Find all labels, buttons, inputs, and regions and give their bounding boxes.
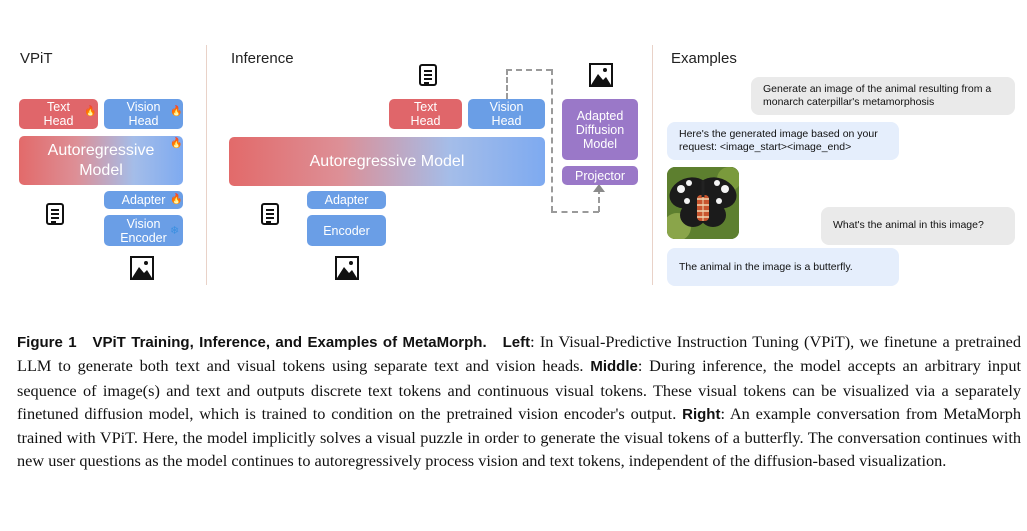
middle-vision-head: Vision Head: [468, 99, 545, 129]
left-autoregressive-model: Autoregressive Model: [19, 136, 183, 185]
figure-caption: Figure 1 VPiT Training, Inference, and E…: [17, 330, 1021, 473]
left-text-head-label: Text Head: [43, 100, 74, 128]
left-text-head: Text Head: [19, 99, 98, 129]
user-message-2: What's the animal in this image?: [821, 207, 1015, 245]
model-message-2: The animal in the image is a butterfly.: [667, 248, 899, 286]
left-vision-head: Vision Head: [104, 99, 183, 129]
caption-right-tag: Right: [682, 405, 721, 423]
projector-label: Projector: [574, 168, 626, 183]
vpit-title: VPiT: [20, 50, 53, 67]
text-document-icon: [261, 203, 279, 225]
examples-title: Examples: [671, 50, 737, 67]
projector: Projector: [562, 166, 638, 185]
dashed-connector-bottom: [551, 211, 599, 213]
butterfly-image: [667, 167, 739, 239]
middle-autoregressive-model: Autoregressive Model: [229, 137, 545, 186]
user-message-1: Generate an image of the animal resultin…: [751, 77, 1015, 115]
caption-right-text: : An example conversation from MetaMorph…: [17, 403, 1021, 471]
flame-icon: 🔥: [170, 138, 183, 149]
figure-title: VPiT Training, Inference, and Examples o…: [92, 334, 487, 351]
panel-divider-left: [206, 45, 207, 285]
flame-icon: 🔥: [84, 106, 97, 117]
figure-label: Figure 1: [17, 334, 77, 351]
text-document-icon: [46, 203, 64, 225]
adapted-diffusion-model: Adapted Diffusion Model: [562, 99, 638, 160]
dashed-connector-right: [551, 69, 553, 212]
caption-middle-tag: Middle: [590, 358, 638, 376]
left-ar-model-label: Autoregressive Model: [47, 141, 155, 179]
left-adapter-label: Adapter: [121, 193, 166, 207]
image-icon: [335, 256, 359, 280]
left-vision-encoder: Vision Encoder: [104, 215, 183, 246]
middle-encoder-label: Encoder: [323, 223, 370, 238]
middle-encoder: Encoder: [307, 215, 386, 246]
middle-text-head: Text Head: [389, 99, 462, 129]
middle-ar-model-label: Autoregressive Model: [309, 152, 465, 170]
flame-icon: 🔥: [170, 106, 183, 117]
inference-title: Inference: [231, 50, 294, 67]
arrow-up-icon: [593, 184, 605, 192]
caption-middle-text: : During inference, the model accepts an…: [17, 356, 1021, 423]
middle-adapter-label: Adapter: [324, 193, 369, 207]
middle-text-head-label: Text Head: [410, 100, 441, 128]
middle-adapter: Adapter: [307, 191, 386, 209]
left-vision-encoder-label: Vision Encoder: [120, 216, 167, 245]
image-icon: [130, 256, 154, 280]
model-message-1: Here's the generated image based on your…: [667, 122, 899, 160]
panel-divider-right: [652, 45, 653, 285]
dashed-connector-top: [506, 69, 552, 71]
left-adapter: Adapter: [104, 191, 183, 209]
dashed-connector-left: [506, 69, 508, 99]
diffusion-label: Adapted Diffusion Model: [575, 108, 625, 151]
dashed-connector-up: [598, 188, 600, 212]
flame-icon: 🔥: [170, 194, 183, 205]
snowflake-icon: ❄: [170, 225, 180, 237]
caption-left-text: : In Visual-Predictive Instruction Tunin…: [17, 332, 1021, 376]
text-document-icon: [419, 64, 437, 86]
caption-left-tag: Left: [502, 334, 531, 351]
middle-vision-head-label: Vision Head: [489, 100, 524, 128]
left-vision-head-label: Vision Head: [126, 100, 161, 128]
image-icon: [589, 63, 613, 87]
